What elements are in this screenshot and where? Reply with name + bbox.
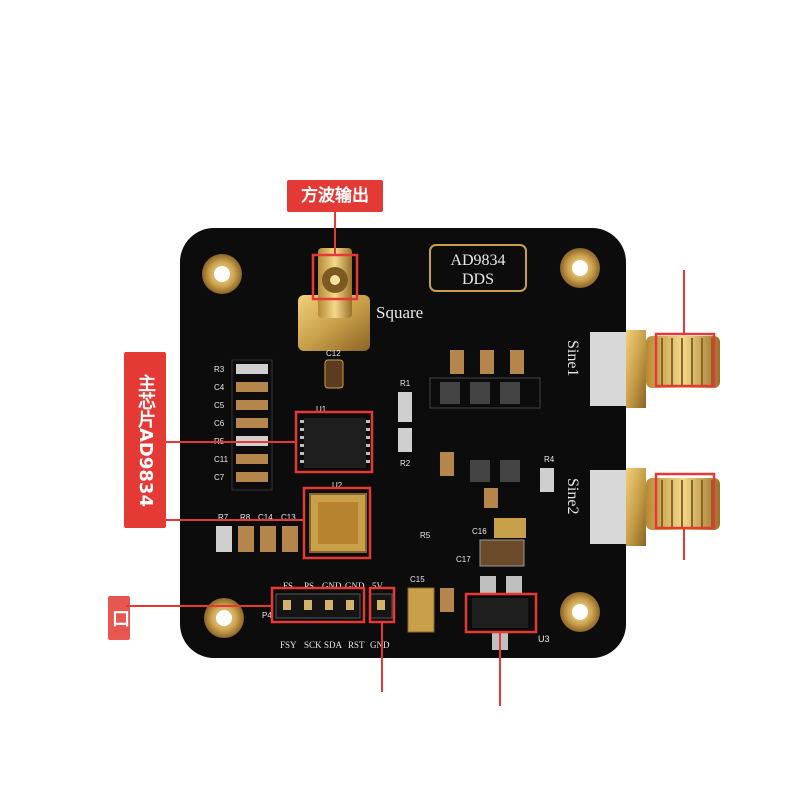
svg-text:GND: GND	[345, 581, 365, 591]
svg-text:C14: C14	[258, 513, 273, 522]
svg-text:U1: U1	[316, 405, 327, 414]
svg-text:FS: FS	[283, 581, 293, 591]
board-badge	[429, 244, 527, 292]
svg-text:RST: RST	[348, 640, 365, 650]
header-top-labels: FS PS GND GND 5V	[283, 581, 384, 591]
svg-text:SCK: SCK	[304, 640, 322, 650]
svg-text:R4: R4	[544, 455, 555, 464]
callout-interface-fragment: 口	[108, 596, 130, 640]
sma-connector-sine2	[590, 468, 720, 546]
mounting-hole-tl	[202, 254, 242, 294]
svg-text:5V: 5V	[372, 581, 384, 591]
svg-text:R1: R1	[400, 379, 411, 388]
svg-text:FSY: FSY	[280, 640, 297, 650]
callout-square-output: 方波输出	[287, 180, 383, 212]
svg-text:C13: C13	[281, 513, 296, 522]
oscillator-u2	[309, 493, 367, 553]
filter-passives-top	[398, 350, 541, 452]
sma-connector-sine1	[590, 330, 720, 408]
capacitor-c15	[407, 587, 435, 633]
sma-connector-square	[298, 248, 370, 351]
header-bottom-labels: FSY SCK SDA RST GND	[280, 640, 390, 650]
svg-text:U2: U2	[332, 481, 343, 490]
mounting-hole-bl	[204, 598, 244, 638]
filter-passives-bottom	[440, 452, 554, 508]
svg-text:R3: R3	[214, 365, 225, 374]
svg-text:C12: C12	[326, 349, 341, 358]
svg-text:GND: GND	[370, 640, 390, 650]
svg-text:C17: C17	[456, 555, 471, 564]
pin-header	[275, 593, 393, 619]
svg-text:PS: PS	[304, 581, 314, 591]
svg-text:C5: C5	[214, 401, 225, 410]
svg-text:P4: P4	[262, 611, 272, 620]
capacitor-c16-c17	[479, 518, 526, 567]
mounting-hole-tr	[560, 248, 600, 288]
svg-text:R2: R2	[400, 459, 411, 468]
square-label: Square	[376, 303, 423, 322]
mounting-hole-br	[560, 592, 600, 632]
sine2-label: Sine2	[564, 478, 581, 514]
svg-text:C11: C11	[214, 455, 229, 464]
svg-text:GND: GND	[322, 581, 342, 591]
svg-text:U3: U3	[538, 634, 550, 644]
sine1-label: Sine1	[564, 340, 581, 376]
badge-line2: DDS	[462, 271, 494, 288]
svg-text:R8: R8	[240, 513, 251, 522]
chip-u1-ad9834	[300, 418, 370, 468]
svg-text:C16: C16	[472, 527, 487, 536]
svg-text:C15: C15	[410, 575, 425, 584]
svg-text:R7: R7	[218, 513, 229, 522]
svg-text:R5: R5	[420, 531, 431, 540]
svg-text:SDA: SDA	[324, 640, 343, 650]
badge-line1: AD9834	[450, 252, 505, 269]
bottom-left-passives	[216, 526, 298, 552]
callout-main-chip: 主芯片AD9834	[124, 352, 166, 528]
capacitor-c12	[324, 359, 344, 389]
svg-text:C7: C7	[214, 473, 225, 482]
svg-text:C6: C6	[214, 419, 225, 428]
svg-text:C4: C4	[214, 383, 225, 392]
capacitor-c18	[440, 588, 454, 612]
